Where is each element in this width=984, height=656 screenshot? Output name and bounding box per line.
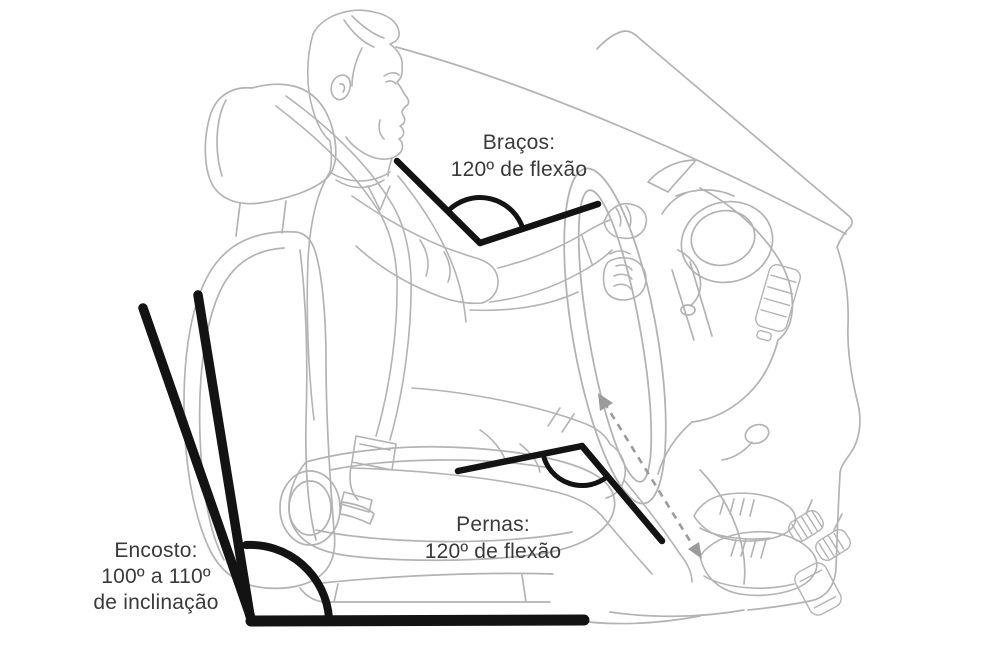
arrowhead-up	[598, 393, 613, 411]
car-interior-drawing	[395, 30, 861, 625]
instrument-cluster	[661, 189, 774, 284]
windshield-line	[395, 46, 847, 235]
recline-knob	[279, 470, 341, 546]
arm-angle-marker	[393, 157, 602, 247]
driver-drawing	[275, 9, 818, 597]
pedal-pad	[794, 562, 842, 616]
legs-angle-label-line2: 120º de flexão	[424, 540, 562, 563]
driver-head	[307, 9, 410, 160]
seat-drawing	[183, 83, 616, 603]
a-pillar	[596, 30, 853, 248]
ear	[330, 74, 352, 101]
seat-cushion	[288, 445, 616, 562]
legs-angle-label: Pernas: 120º de flexão	[353, 511, 633, 565]
accelerator-pedal	[815, 528, 851, 562]
knee-angle-marker	[454, 442, 666, 545]
backrest-angle-marker	[138, 290, 590, 627]
seat-back	[183, 230, 336, 590]
shoes	[693, 492, 818, 597]
eyebrow	[383, 72, 400, 77]
arms-angle-label-line1: Braços:	[482, 131, 556, 154]
backrest-angle-label-line1: Encosto:	[114, 539, 198, 562]
arrowhead-down	[688, 542, 702, 559]
air-vent	[754, 264, 802, 342]
shin-direction-arrow	[598, 393, 702, 559]
eye	[385, 80, 397, 85]
gear-knob	[744, 423, 770, 445]
seat-belt	[275, 95, 412, 513]
backrest-angle-label-line2: 100º a 110º	[101, 565, 211, 588]
legs	[351, 387, 693, 583]
backrest-angle-label-line3: de inclinação	[93, 591, 219, 614]
backrest-angle-label: Encosto: 100º a 110º de inclinação	[16, 538, 296, 616]
arms-angle-label-line2: 120º de flexão	[450, 158, 588, 181]
steering-wheel	[563, 167, 667, 505]
legs-angle-label-line1: Pernas:	[456, 513, 530, 536]
arms-angle-label: Braços: 120º de flexão	[379, 129, 659, 183]
headrest	[204, 83, 337, 205]
